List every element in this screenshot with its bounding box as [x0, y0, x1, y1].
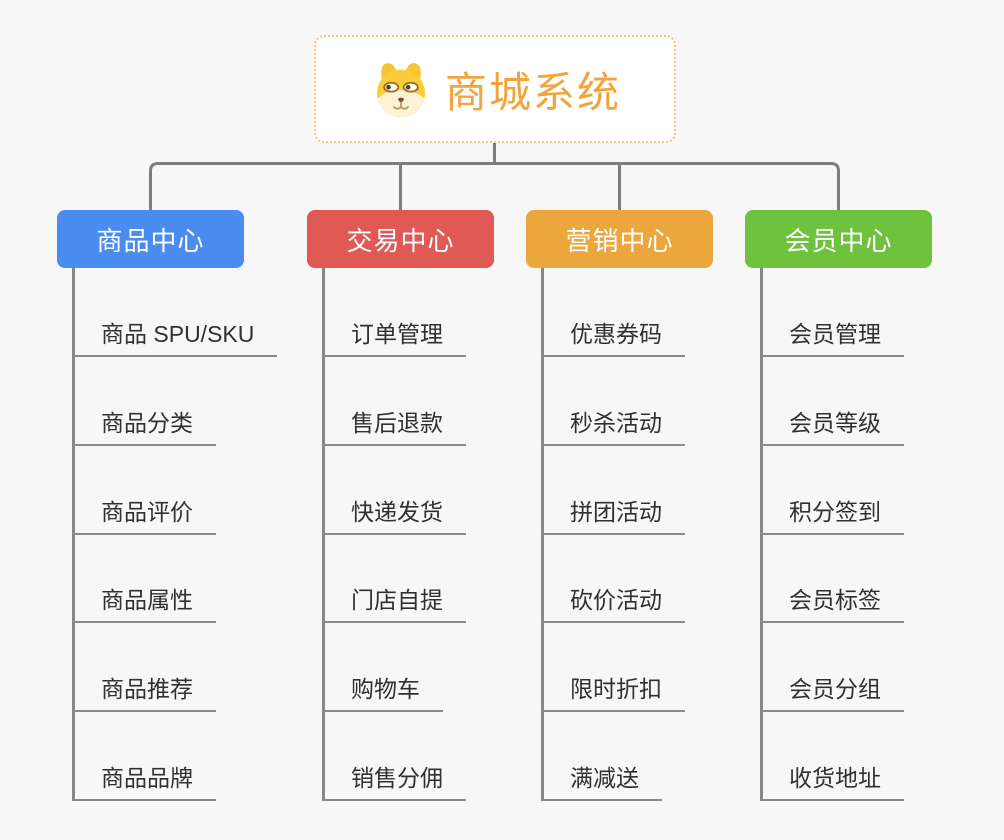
leaf-topic[interactable]: 购物车	[322, 673, 443, 712]
leaf-label: 订单管理	[351, 321, 443, 347]
leaf-label: 门店自提	[351, 587, 443, 613]
leaf-label: 优惠券码	[570, 321, 662, 347]
branch-label: 营销中心	[565, 225, 674, 256]
leaf-topic[interactable]: 收货地址	[760, 762, 904, 801]
leaf-label: 商品 SPU/SKU	[101, 321, 255, 347]
leaf-label: 积分签到	[789, 499, 881, 525]
leaf-label: 会员标签	[789, 587, 881, 613]
leaf-topic[interactable]: 会员分组	[760, 673, 904, 712]
leaf-topic[interactable]: 商品属性	[72, 584, 216, 623]
leaf-topic[interactable]: 秒杀活动	[541, 407, 685, 446]
leaf-label: 商品推荐	[101, 676, 193, 702]
leaf-topic[interactable]: 商品品牌	[72, 762, 216, 801]
leaf-topic[interactable]: 会员等级	[760, 407, 904, 446]
leaf-label: 商品评价	[101, 499, 193, 525]
leaf-topic[interactable]: 销售分佣	[322, 762, 466, 801]
leaf-topic[interactable]: 门店自提	[322, 584, 466, 623]
branch-header[interactable]: 交易中心	[307, 210, 494, 268]
leaf-topic[interactable]: 积分签到	[760, 496, 904, 535]
leaf-label: 满减送	[570, 765, 639, 791]
leaf-label: 商品属性	[101, 587, 193, 613]
leaf-topic[interactable]: 售后退款	[322, 407, 466, 446]
branch-label: 会员中心	[784, 225, 893, 256]
branch-label: 商品中心	[96, 225, 205, 256]
branch-header[interactable]: 会员中心	[745, 210, 932, 268]
leaf-label: 秒杀活动	[570, 410, 662, 436]
leaf-topic[interactable]: 限时折扣	[541, 673, 685, 712]
leaf-label: 砍价活动	[570, 587, 662, 613]
branch-bar-line	[149, 162, 840, 210]
leaf-label: 限时折扣	[570, 676, 662, 702]
leaf-topic[interactable]: 优惠券码	[541, 318, 685, 357]
leaf-label: 会员分组	[789, 676, 881, 702]
leaf-topic[interactable]: 商品评价	[72, 496, 216, 535]
leaf-label: 会员管理	[789, 321, 881, 347]
leaf-topic[interactable]: 满减送	[541, 762, 662, 801]
leaf-topic[interactable]: 商品推荐	[72, 673, 216, 712]
leaf-topic[interactable]: 快递发货	[322, 496, 466, 535]
leaf-label: 购物车	[351, 676, 420, 702]
branch-header[interactable]: 营销中心	[526, 210, 713, 268]
leaf-label: 销售分佣	[351, 765, 443, 791]
leaf-label: 售后退款	[351, 410, 443, 436]
leaf-label: 拼团活动	[570, 499, 662, 525]
leaf-topic[interactable]: 会员管理	[760, 318, 904, 357]
shiba-dog-logo-icon	[369, 57, 433, 121]
leaf-topic[interactable]: 砍价活动	[541, 584, 685, 623]
leaf-topic[interactable]: 商品分类	[72, 407, 216, 446]
leaf-label: 商品品牌	[101, 765, 193, 791]
leaf-label: 快递发货	[351, 499, 443, 525]
branch-label: 交易中心	[346, 225, 455, 256]
branch-header[interactable]: 商品中心	[57, 210, 244, 268]
leaf-label: 会员等级	[789, 410, 881, 436]
leaf-topic[interactable]: 订单管理	[322, 318, 466, 357]
root-node[interactable]: 商城系统	[314, 35, 676, 143]
root-title: 商城系统	[444, 68, 621, 116]
leaf-topic[interactable]: 会员标签	[760, 584, 904, 623]
leaf-topic[interactable]: 拼团活动	[541, 496, 685, 535]
leaf-label: 商品分类	[101, 410, 193, 436]
leaf-label: 收货地址	[789, 765, 881, 791]
leaf-topic[interactable]: 商品 SPU/SKU	[72, 318, 278, 357]
